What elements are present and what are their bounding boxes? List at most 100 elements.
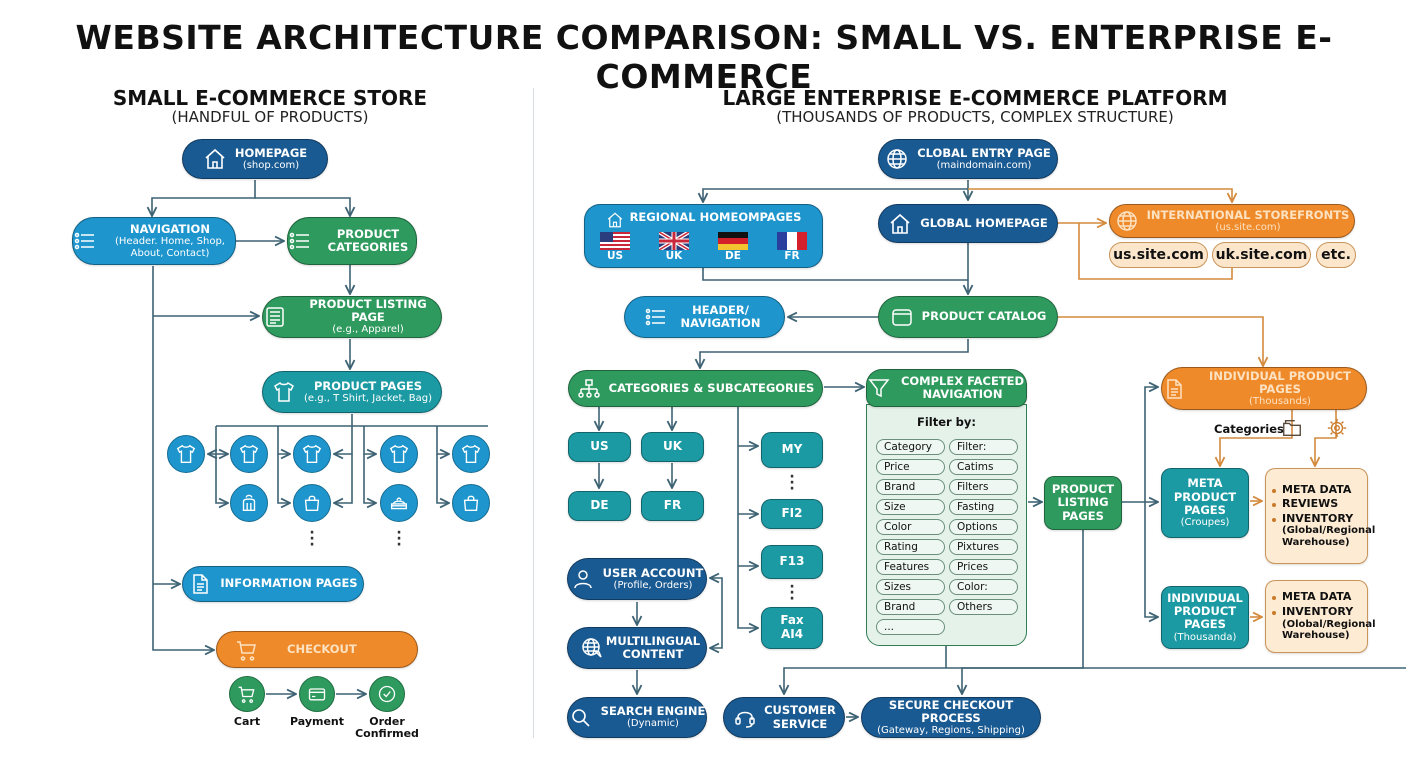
- filter-chip[interactable]: Filter:: [949, 439, 1018, 455]
- meta-info-inventory: INVENTORY: [1282, 511, 1354, 525]
- site-pill-etc[interactable]: etc.: [1316, 242, 1356, 268]
- sub-box-f13[interactable]: F13: [761, 545, 823, 579]
- product-categories-node[interactable]: PRODUCT CATEGORIES: [287, 217, 417, 265]
- filter-chip[interactable]: Fasting: [949, 499, 1018, 515]
- tshirt-product-circle[interactable]: [293, 435, 331, 473]
- check-circle-icon: [378, 685, 396, 703]
- user-account-sub: (Profile, Orders): [613, 579, 693, 591]
- search-engine-label: SEARCH ENGINE: [600, 704, 706, 719]
- handbag-product-circle[interactable]: [380, 484, 418, 522]
- user-account-node[interactable]: USER ACCOUNT(Profile, Orders): [567, 558, 707, 600]
- more-ellipsis: ···: [789, 579, 795, 607]
- information-pages-node[interactable]: INFORMATION PAGES: [182, 566, 364, 602]
- tshirt-product-circle[interactable]: [167, 435, 205, 473]
- sub-box-fi2[interactable]: FI2: [761, 499, 823, 529]
- filter-chip[interactable]: Color: [876, 519, 945, 535]
- search-engine-node[interactable]: SEARCH ENGINE(Dynamic): [567, 697, 707, 738]
- tshirt-icon: [389, 444, 409, 463]
- individual-info-item: INVENTORY(Olobal/Regional Warehouse): [1270, 605, 1376, 642]
- customer-service-node[interactable]: CUSTOMER SERVICE: [723, 697, 845, 738]
- filter-chip[interactable]: Price: [876, 459, 945, 475]
- filter-chip[interactable]: Others: [949, 599, 1018, 615]
- wire-listing-individual-bottom: [1144, 502, 1158, 617]
- search-engine-sub: (Dynamic): [627, 718, 679, 730]
- product-pages-node[interactable]: PRODUCT PAGES(e.g., T Shirt, Jacket, Bag…: [262, 371, 442, 413]
- meta-info-list: META DATA REVIEWS INVENTORY(Global/Regio…: [1270, 482, 1375, 551]
- multilingual-content-node[interactable]: MULTILINGUAL CONTENT: [567, 627, 707, 669]
- house-icon: [607, 212, 622, 228]
- secure-checkout-node[interactable]: SECURE CHECKOUT PROCESS(Gateway, Regions…: [861, 697, 1041, 738]
- product-pages-sub: (e.g., T Shirt, Jacket, Bag): [304, 392, 432, 404]
- payment-step[interactable]: [299, 676, 335, 712]
- house-icon: [205, 148, 225, 169]
- flag-uk[interactable]: UK: [659, 232, 689, 262]
- individual-product-pages-bottom-node[interactable]: INDIVIDUAL PRODUCT PAGES(Thousanda): [1161, 586, 1249, 649]
- product-listing-pages-node[interactable]: PRODUCT LISTING PAGES: [1044, 476, 1122, 530]
- user-icon: [573, 570, 592, 589]
- sub-box-fax-ai4[interactable]: Fax AI4: [761, 607, 823, 649]
- filter-chip[interactable]: Category: [876, 439, 945, 455]
- filter-chip[interactable]: Size: [876, 499, 945, 515]
- filter-chip[interactable]: Prices: [949, 559, 1018, 575]
- international-storefronts-node[interactable]: INTERNATIONAL STOREFRONTS(us.site.com): [1109, 204, 1355, 238]
- region-box-uk[interactable]: UK: [641, 432, 704, 462]
- homepage-node[interactable]: HOMEPAGE(shop.com): [182, 139, 328, 179]
- backpack-product-circle[interactable]: [230, 484, 268, 522]
- region-box-de[interactable]: DE: [568, 491, 631, 521]
- faceted-navigation-label: COMPLEX FACETED NAVIGATION: [900, 373, 1025, 401]
- filter-chip[interactable]: Catims: [949, 459, 1018, 475]
- product-catalog-node[interactable]: PRODUCT CATALOG: [878, 296, 1058, 338]
- checkout-node[interactable]: CHECKOUT: [216, 631, 418, 668]
- global-entry-label: CLOBAL ENTRY PAGE: [917, 145, 1051, 160]
- categories-subcategories-node[interactable]: CATEGORIES & SUBCATEGORIES: [568, 370, 823, 407]
- filter-chip[interactable]: Options: [949, 519, 1018, 535]
- flag-fr[interactable]: FR: [777, 232, 807, 262]
- order-confirmed-step[interactable]: [369, 676, 405, 712]
- filter-chip[interactable]: Color:: [949, 579, 1018, 595]
- region-box-us[interactable]: US: [568, 432, 631, 462]
- tshirt-product-circle[interactable]: [452, 435, 490, 473]
- search-icon: [571, 708, 590, 727]
- categories-label: Categories: [1214, 422, 1284, 436]
- filter-chip[interactable]: Sizes: [876, 579, 945, 595]
- sub-box-my[interactable]: MY: [761, 432, 823, 468]
- individual-product-pages-top-node[interactable]: INDIVIDUAL PRODUCT PAGES(Thousands): [1161, 367, 1367, 410]
- global-homepage-node[interactable]: GLOBAL HOMEPAGE: [878, 204, 1058, 243]
- site-pill-us[interactable]: us.site.com: [1109, 242, 1208, 268]
- faceted-navigation-node[interactable]: COMPLEX FACETED NAVIGATION: [866, 369, 1027, 407]
- product-pages-label: PRODUCT PAGES: [313, 378, 423, 393]
- region-box-fr[interactable]: FR: [641, 491, 704, 521]
- cart-step[interactable]: [229, 676, 265, 712]
- filter-chip[interactable]: Filters: [949, 479, 1018, 495]
- filter-chip[interactable]: ...: [876, 619, 945, 635]
- tshirt-icon: [239, 444, 259, 463]
- bag-product-circle[interactable]: [452, 484, 490, 522]
- filter-chip[interactable]: Rating: [876, 539, 945, 555]
- site-pill-uk[interactable]: uk.site.com: [1212, 242, 1311, 268]
- order-confirmed-step-label: Order Confirmed: [355, 715, 419, 741]
- product-listing-node[interactable]: PRODUCT LISTING PAGE(e.g., Apparel): [262, 296, 442, 338]
- navigation-node[interactable]: NAVIGATION(Header. Home, Shop, About, Co…: [72, 217, 236, 265]
- meta-product-pages-node[interactable]: META PRODUCT PAGES(Croupes): [1161, 468, 1249, 538]
- flag-us[interactable]: US: [600, 232, 630, 262]
- filter-chip[interactable]: Brand: [876, 599, 945, 615]
- individual-info-inventory-sub: (Olobal/Regional Warehouse): [1282, 618, 1376, 642]
- tshirt-product-circle[interactable]: [380, 435, 418, 473]
- wire-products-tree: [216, 414, 488, 427]
- filter-chip[interactable]: Pixtures: [949, 539, 1018, 555]
- wire-product-branch: [334, 454, 353, 503]
- filter-chip[interactable]: Features: [876, 559, 945, 575]
- flag-de[interactable]: DE: [718, 232, 748, 262]
- tshirt-product-circle[interactable]: [230, 435, 268, 473]
- small-store-subtitle: (HANDFUL OF PRODUCTS): [171, 108, 369, 126]
- header-navigation-node[interactable]: HEADER/ NAVIGATION: [624, 296, 785, 338]
- folder-icon: [1283, 419, 1301, 437]
- global-entry-node[interactable]: CLOBAL ENTRY PAGE(maindomain.com): [878, 139, 1058, 179]
- wire-product-branch: [436, 426, 449, 454]
- individual-top-label: INDIVIDUAL PRODUCT PAGES: [1209, 368, 1351, 396]
- filter-chip[interactable]: Brand: [876, 479, 945, 495]
- tshirt-icon: [176, 444, 196, 463]
- bag-product-circle[interactable]: [293, 484, 331, 522]
- meta-product-pages-sub: (Croupes): [1180, 517, 1230, 529]
